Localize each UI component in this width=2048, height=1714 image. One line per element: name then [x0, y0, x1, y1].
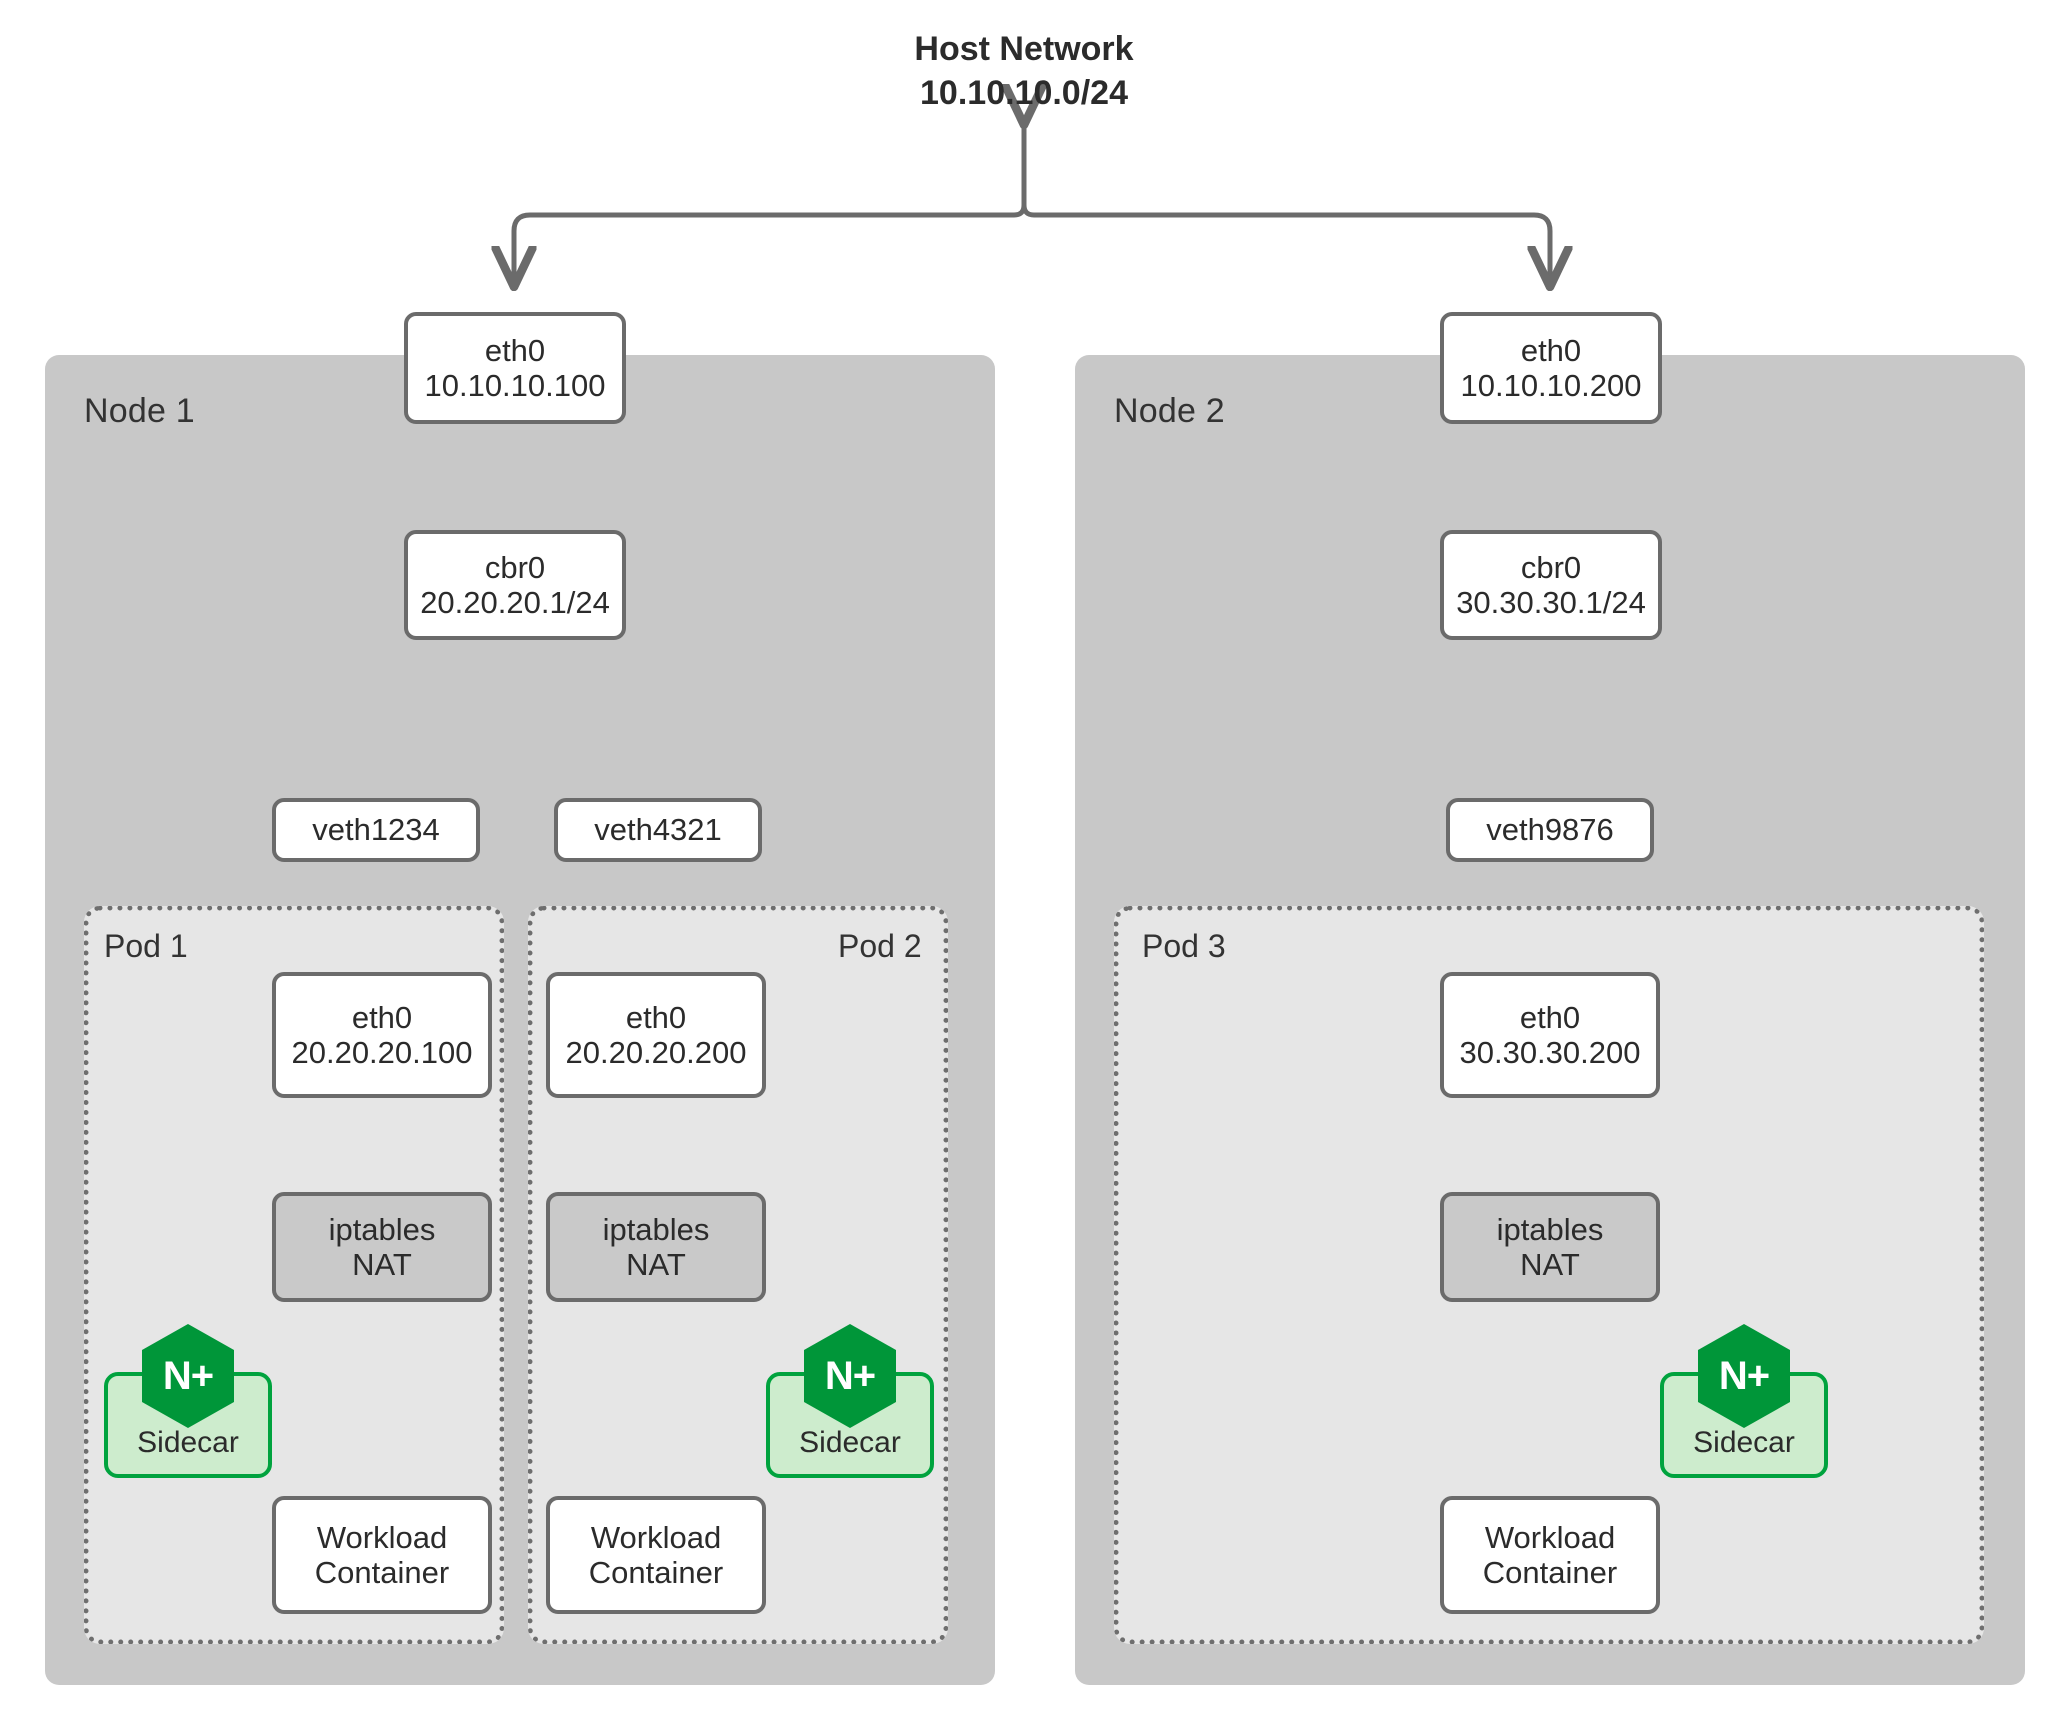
node-1-veth-1-box[interactable]: veth4321: [554, 798, 762, 862]
title-line-2: 10.10.10.0/24: [920, 73, 1128, 112]
pod-label-1: Pod 1: [104, 928, 188, 964]
pod-3-workload-container-box[interactable]: Workload Container: [1440, 1496, 1660, 1614]
pod-1-workload-container-box[interactable]: Workload Container: [272, 1496, 492, 1614]
node-label-1: Node 1: [84, 392, 195, 430]
pod-3-workload-line-2: Container: [1482, 1555, 1618, 1590]
node-1-veth-0-box[interactable]: veth1234: [272, 798, 480, 862]
node-2-cbr0-box[interactable]: cbr0 30.30.30.1/24: [1440, 530, 1662, 640]
pod-3-sidecar-box[interactable]: N+ Sidecar: [1660, 1324, 1828, 1478]
pod-2-workload-line-2: Container: [588, 1555, 724, 1590]
diagram-title: Host Network 10.10.10.0/24: [774, 28, 1274, 115]
pod-1-iptables-nat-box[interactable]: iptables NAT: [272, 1192, 492, 1302]
node-1-eth0-box[interactable]: eth0 10.10.10.100: [404, 312, 626, 424]
pod-3-eth0-name: eth0: [1519, 999, 1581, 1035]
pod-2-sidecar-box[interactable]: N+ Sidecar: [766, 1324, 934, 1478]
node-1-eth0-name: eth0: [484, 332, 546, 368]
pod-2-workload-line-1: Workload: [590, 1519, 722, 1555]
node-2-cbr0-ip: 30.30.30.1/24: [1456, 585, 1646, 620]
nginx-plus-logo-icon: N+: [804, 1324, 896, 1428]
pod-2-sidecar-label: Sidecar: [799, 1426, 901, 1459]
pod-2-nat-line-2: NAT: [626, 1247, 686, 1282]
pod-2-eth0-name: eth0: [625, 999, 687, 1035]
pod-1-nat-line-1: iptables: [328, 1211, 436, 1247]
pod-1-workload-line-2: Container: [314, 1555, 450, 1590]
node-2-eth0-name: eth0: [1520, 332, 1582, 368]
node-1-cbr0-box[interactable]: cbr0 20.20.20.1/24: [404, 530, 626, 640]
node-2-cbr0-name: cbr0: [1520, 549, 1582, 585]
node-1-eth0-ip: 10.10.10.100: [424, 368, 606, 403]
pod-1-eth0-name: eth0: [351, 999, 413, 1035]
pod-3-nat-line-2: NAT: [1520, 1247, 1580, 1282]
pod-1-nat-line-2: NAT: [352, 1247, 412, 1282]
pod-2-eth0-ip: 20.20.20.200: [565, 1035, 747, 1070]
pod-1-eth0-ip: 20.20.20.100: [291, 1035, 473, 1070]
pod-1-sidecar-label: Sidecar: [137, 1426, 239, 1459]
pod-3-nat-line-1: iptables: [1496, 1211, 1604, 1247]
pod-1-sidecar-box[interactable]: N+ Sidecar: [104, 1324, 272, 1478]
pod-1-eth0-box[interactable]: eth0 20.20.20.100: [272, 972, 492, 1098]
node-1-veth-0-name: veth1234: [312, 812, 440, 848]
pod-2-eth0-box[interactable]: eth0 20.20.20.200: [546, 972, 766, 1098]
pod-2-workload-container-box[interactable]: Workload Container: [546, 1496, 766, 1614]
pod-3-eth0-ip: 30.30.30.200: [1459, 1035, 1641, 1070]
pod-1-workload-line-1: Workload: [316, 1519, 448, 1555]
node-2-veth-0-name: veth9876: [1486, 812, 1614, 848]
node-1-cbr0-ip: 20.20.20.1/24: [420, 585, 610, 620]
node-2-eth0-box[interactable]: eth0 10.10.10.200: [1440, 312, 1662, 424]
title-line-1: Host Network: [914, 30, 1134, 68]
pod-2-iptables-nat-box[interactable]: iptables NAT: [546, 1192, 766, 1302]
nginx-plus-logo-icon: N+: [1698, 1324, 1790, 1428]
nginx-plus-logo-icon: N+: [142, 1324, 234, 1428]
pod-2-nat-line-1: iptables: [602, 1211, 710, 1247]
node-2-veth-0-box[interactable]: veth9876: [1446, 798, 1654, 862]
pod-label-3: Pod 3: [1142, 928, 1226, 964]
pod-3-iptables-nat-box[interactable]: iptables NAT: [1440, 1192, 1660, 1302]
node-1-veth-1-name: veth4321: [594, 812, 722, 848]
node-label-2: Node 2: [1114, 392, 1225, 430]
pod-3-sidecar-label: Sidecar: [1693, 1426, 1795, 1459]
pod-3-workload-line-1: Workload: [1484, 1519, 1616, 1555]
pod-label-2: Pod 2: [838, 928, 922, 964]
node-2-eth0-ip: 10.10.10.200: [1460, 368, 1642, 403]
pod-3-eth0-box[interactable]: eth0 30.30.30.200: [1440, 972, 1660, 1098]
node-1-cbr0-name: cbr0: [484, 549, 546, 585]
